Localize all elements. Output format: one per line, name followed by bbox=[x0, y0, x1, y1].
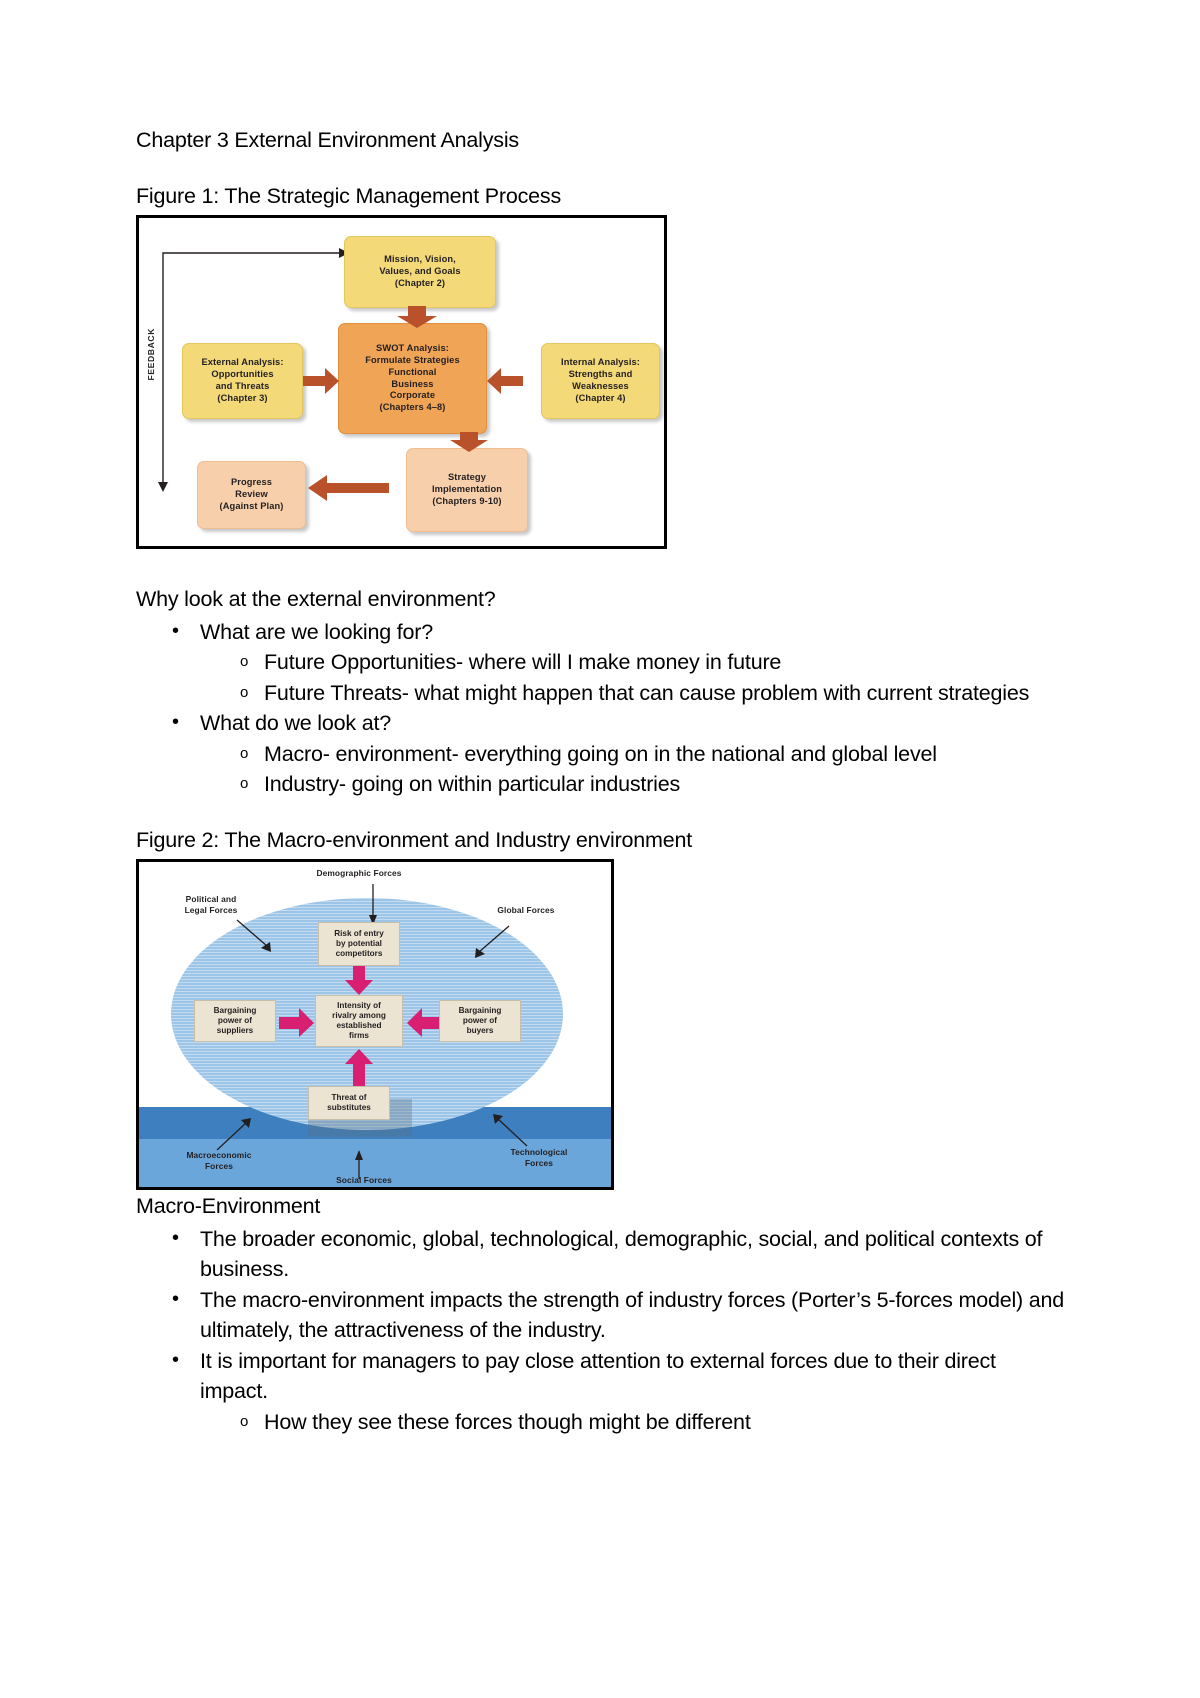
box-risk-of-entry-label: Risk of entry by potential competitors bbox=[334, 928, 384, 959]
page-title: Chapter 3 External Environment Analysis bbox=[136, 128, 519, 152]
section-heading-why: Why look at the external environment? bbox=[136, 587, 496, 611]
list-item: What do we look at? Macro- environment- … bbox=[136, 708, 1066, 800]
figure2-caption: Figure 2: The Macro-environment and Indu… bbox=[136, 827, 693, 852]
list-item: Industry- going on within particular ind… bbox=[200, 769, 1066, 800]
pointer-arrow-macroeconomic bbox=[215, 1114, 257, 1157]
box-external-analysis: External Analysis: Opportunities and Thr… bbox=[182, 343, 303, 419]
list-item: Macro- environment- everything going on … bbox=[200, 739, 1066, 770]
box-bargaining-power-suppliers: Bargaining power of suppliers bbox=[194, 1000, 276, 1043]
list-item: Future Opportunities- where will I make … bbox=[200, 647, 1066, 678]
arrow-right-suppliers-to-rivalry bbox=[279, 1008, 315, 1043]
box-swot-label: SWOT Analysis: Formulate Strategies Func… bbox=[365, 342, 460, 413]
why-q2-sub-0: Macro- environment- everything going on … bbox=[264, 742, 937, 766]
arrow-up-substitutes-to-rivalry bbox=[344, 1049, 374, 1094]
figure2-macro-and-industry-environment: Demographic Forces Political and Legal F… bbox=[136, 859, 614, 1191]
box-strategy-implementation: Strategy Implementation (Chapters 9-10) bbox=[406, 448, 528, 532]
pointer-arrow-social bbox=[353, 1150, 365, 1185]
box-progress-review: Progress Review (Against Plan) bbox=[197, 461, 306, 529]
why-q2-sub-1: Industry- going on within particular ind… bbox=[264, 772, 680, 796]
list-item: It is important for managers to pay clos… bbox=[136, 1346, 1066, 1438]
label-political-legal-forces: Political and Legal Forces bbox=[184, 894, 238, 915]
macro-sub-0: How they see these forces though might b… bbox=[264, 1410, 751, 1434]
arrow-down-entry-to-rivalry bbox=[344, 966, 374, 1001]
macro-sublist: How they see these forces though might b… bbox=[200, 1407, 1066, 1438]
why-q1-sublist: Future Opportunities- where will I make … bbox=[200, 647, 1066, 708]
box-external-label: External Analysis: Opportunities and Thr… bbox=[201, 357, 284, 403]
arrow-down-swot-to-implementation bbox=[449, 432, 489, 452]
macro-bullet-2: It is important for managers to pay clos… bbox=[200, 1349, 996, 1404]
arrow-left-buyers-to-rivalry bbox=[406, 1008, 442, 1043]
label-technological-forces: Technological Forces bbox=[510, 1147, 568, 1168]
box-bargaining-power-buyers-label: Bargaining power of buyers bbox=[458, 1005, 502, 1036]
section-heading-macro: Macro-Environment bbox=[136, 1194, 321, 1219]
pointer-arrow-technological bbox=[487, 1110, 529, 1153]
why-q2: What do we look at? bbox=[200, 711, 391, 735]
label-demographic-forces: Demographic Forces bbox=[316, 868, 402, 879]
arrow-left-internal-to-swot bbox=[486, 368, 523, 394]
box-bargaining-power-buyers: Bargaining power of buyers bbox=[439, 1000, 521, 1043]
list-item: What are we looking for? Future Opportun… bbox=[136, 617, 1066, 709]
arrow-left-implementation-to-review bbox=[307, 475, 389, 501]
box-intensity-of-rivalry: Intensity of rivalry among established f… bbox=[315, 995, 403, 1048]
label-global-forces: Global Forces bbox=[497, 905, 555, 916]
macro-bullet-0: The broader economic, global, technologi… bbox=[200, 1227, 1042, 1282]
label-macroeconomic-forces: Macroeconomic Forces bbox=[186, 1150, 252, 1171]
pointer-arrow-political bbox=[235, 918, 277, 959]
box-progress-label: Progress Review (Against Plan) bbox=[219, 477, 284, 511]
macro-bullet-1: The macro-environment impacts the streng… bbox=[200, 1288, 1064, 1343]
figure1-caption: Figure 1: The Strategic Management Proce… bbox=[136, 183, 562, 208]
pointer-arrow-demographic bbox=[367, 884, 379, 931]
box-internal-label: Internal Analysis: Strengths and Weaknes… bbox=[561, 357, 640, 403]
box-strategy-label: Strategy Implementation (Chapters 9-10) bbox=[431, 472, 503, 506]
why-q1: What are we looking for? bbox=[200, 620, 433, 644]
list-item: Future Threats- what might happen that c… bbox=[200, 678, 1066, 709]
box-intensity-of-rivalry-label: Intensity of rivalry among established f… bbox=[332, 1000, 386, 1041]
why-q2-sublist: Macro- environment- everything going on … bbox=[200, 739, 1066, 800]
box-risk-of-entry: Risk of entry by potential competitors bbox=[318, 922, 400, 967]
box-bargaining-power-suppliers-label: Bargaining power of suppliers bbox=[213, 1005, 257, 1036]
box-threat-of-substitutes: Threat of substitutes bbox=[308, 1086, 390, 1121]
feedback-label: FEEDBACK bbox=[146, 328, 156, 381]
list-item: How they see these forces though might b… bbox=[200, 1407, 1066, 1438]
box-mission-label: Mission, Vision, Values, and Goals (Chap… bbox=[379, 254, 461, 288]
list-item: The macro-environment impacts the streng… bbox=[136, 1285, 1066, 1346]
figure1-strategic-management-process: FEEDBACK Mission, Vision, Values, and Go… bbox=[136, 215, 667, 549]
why-q1-sub-0: Future Opportunities- where will I make … bbox=[264, 650, 781, 674]
list-item: The broader economic, global, technologi… bbox=[136, 1224, 1066, 1285]
document-page: Chapter 3 External Environment Analysis … bbox=[136, 128, 1066, 1438]
why-q1-sub-1: Future Threats- what might happen that c… bbox=[264, 681, 1029, 705]
box-mission-vision-values-goals: Mission, Vision, Values, and Goals (Chap… bbox=[344, 236, 496, 308]
arrow-down-mission-to-swot bbox=[396, 306, 438, 328]
why-list: What are we looking for? Future Opportun… bbox=[136, 617, 1066, 800]
label-social-forces: Social Forces bbox=[336, 1175, 392, 1186]
arrow-right-external-to-swot bbox=[303, 368, 340, 394]
pointer-arrow-global bbox=[469, 924, 511, 965]
box-threat-of-substitutes-label: Threat of substitutes bbox=[327, 1092, 371, 1113]
box-internal-analysis: Internal Analysis: Strengths and Weaknes… bbox=[541, 343, 660, 419]
box-swot-analysis: SWOT Analysis: Formulate Strategies Func… bbox=[338, 323, 487, 434]
macro-list: The broader economic, global, technologi… bbox=[136, 1224, 1066, 1438]
